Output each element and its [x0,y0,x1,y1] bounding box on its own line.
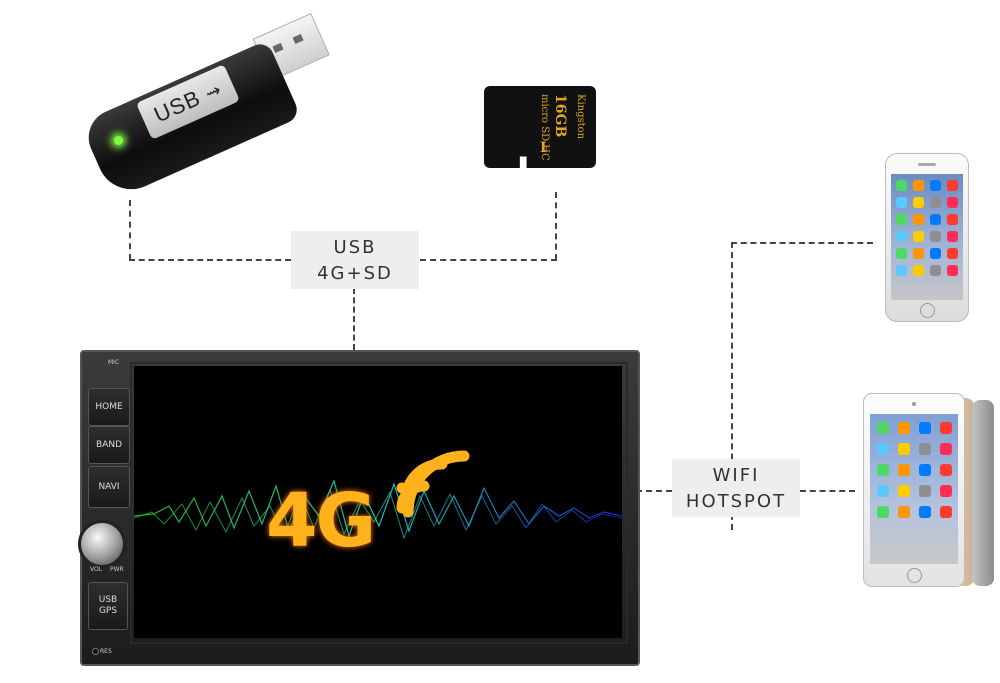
app-icon [913,197,924,208]
phone-connector-line [731,242,873,244]
app-icon [947,180,958,191]
app-icon [930,180,941,191]
4g-screen-text: 4G [266,478,376,564]
band-button-label: BAND [96,440,122,450]
app-icon [913,231,924,242]
tablet-screen [870,414,958,564]
pwr-label: PWR [110,566,124,573]
tablet-home-button [907,568,922,583]
app-icon [896,180,907,191]
home-button-label: HOME [95,402,123,412]
reset-button[interactable] [92,648,99,655]
wifi-signal-icon [396,450,470,518]
storage-label-line1: USB [333,237,377,258]
tablet-back-silver [972,400,994,586]
app-icon [898,443,910,455]
app-icon [919,506,931,518]
home-button[interactable]: HOME [88,388,130,426]
app-icon [947,248,958,259]
app-icon [877,464,889,476]
volume-power-knob[interactable] [78,520,126,568]
wave-line-2 [134,488,622,540]
app-icon [913,180,924,191]
phone-speaker [918,163,936,166]
app-icon [877,485,889,497]
app-icon [913,214,924,225]
app-icon [930,197,941,208]
app-icon [913,248,924,259]
app-icon [930,231,941,242]
sd-brand: Kingston [575,94,586,140]
screen-bezel [130,362,628,644]
app-icon [896,231,907,242]
unit-to-wifi-line [636,490,672,492]
app-icon [919,443,931,455]
mic-label: MIC [108,359,120,366]
app-icon [898,485,910,497]
app-icon [877,422,889,434]
app-icon [947,197,958,208]
app-icon [930,248,941,259]
sd-connector-line-vertical [555,192,557,260]
app-icon [930,265,941,276]
micro-sd-card [484,86,596,168]
usb-led-light [114,136,123,145]
wifi-label-line2: HOTSPOT [685,491,787,512]
storage-to-unit-line [353,288,355,350]
app-icon [896,214,907,225]
app-icon [940,443,952,455]
phone-home-button [920,303,935,318]
app-icon [898,422,910,434]
app-icon [919,422,931,434]
app-icon [940,506,952,518]
app-icon [919,485,931,497]
app-icon [940,422,952,434]
head-unit-button-panel: HOME BAND NAVI USB GPS [84,356,132,654]
reset-label: RES [100,648,112,655]
app-icon [898,464,910,476]
app-icon [940,485,952,497]
signal-wave-graphic [134,479,622,540]
app-icon [896,197,907,208]
usb-connector-line-vertical [129,200,131,260]
app-icon [947,265,958,276]
smartphone [885,153,969,322]
wifi-to-tablet-line [800,490,855,492]
wifi-label-box: WIFI HOTSPOT [672,459,800,517]
phone-screen [891,174,963,300]
app-icon [913,265,924,276]
usb-gps-button[interactable]: USB GPS [88,582,128,630]
tablet-camera [912,402,916,406]
app-icon [947,214,958,225]
storage-label-line2: 4G+SD [317,263,393,284]
sd-card-print: 16GB Kingston micro SD HC I [490,92,590,162]
app-icon [947,231,958,242]
app-icon [898,506,910,518]
tablet [863,393,965,587]
navi-button[interactable]: NAVI [88,466,130,508]
app-icon [940,464,952,476]
usb-symbol-icon: ⇝ [202,79,226,105]
head-unit-screen[interactable] [134,366,622,638]
app-icon [896,248,907,259]
band-button[interactable]: BAND [88,426,130,464]
app-icon [896,265,907,276]
app-icon [930,214,941,225]
usb-connector-line-horizontal [129,259,291,261]
app-icon [877,506,889,518]
wifi-trunk-line [731,242,733,530]
wifi-label-line1: WIFI [712,465,760,486]
sd-class: I [540,140,547,156]
sd-capacity: 16GB [552,94,568,138]
usb-gps-button-label: USB GPS [98,595,118,616]
navi-button-label: NAVI [98,482,120,492]
app-icon [877,443,889,455]
vol-label: VOL [90,566,103,573]
storage-label-box: USB 4G+SD [291,231,419,289]
sd-connector-line-horizontal [420,259,557,261]
wave-line-1 [134,479,622,538]
app-icon [919,464,931,476]
